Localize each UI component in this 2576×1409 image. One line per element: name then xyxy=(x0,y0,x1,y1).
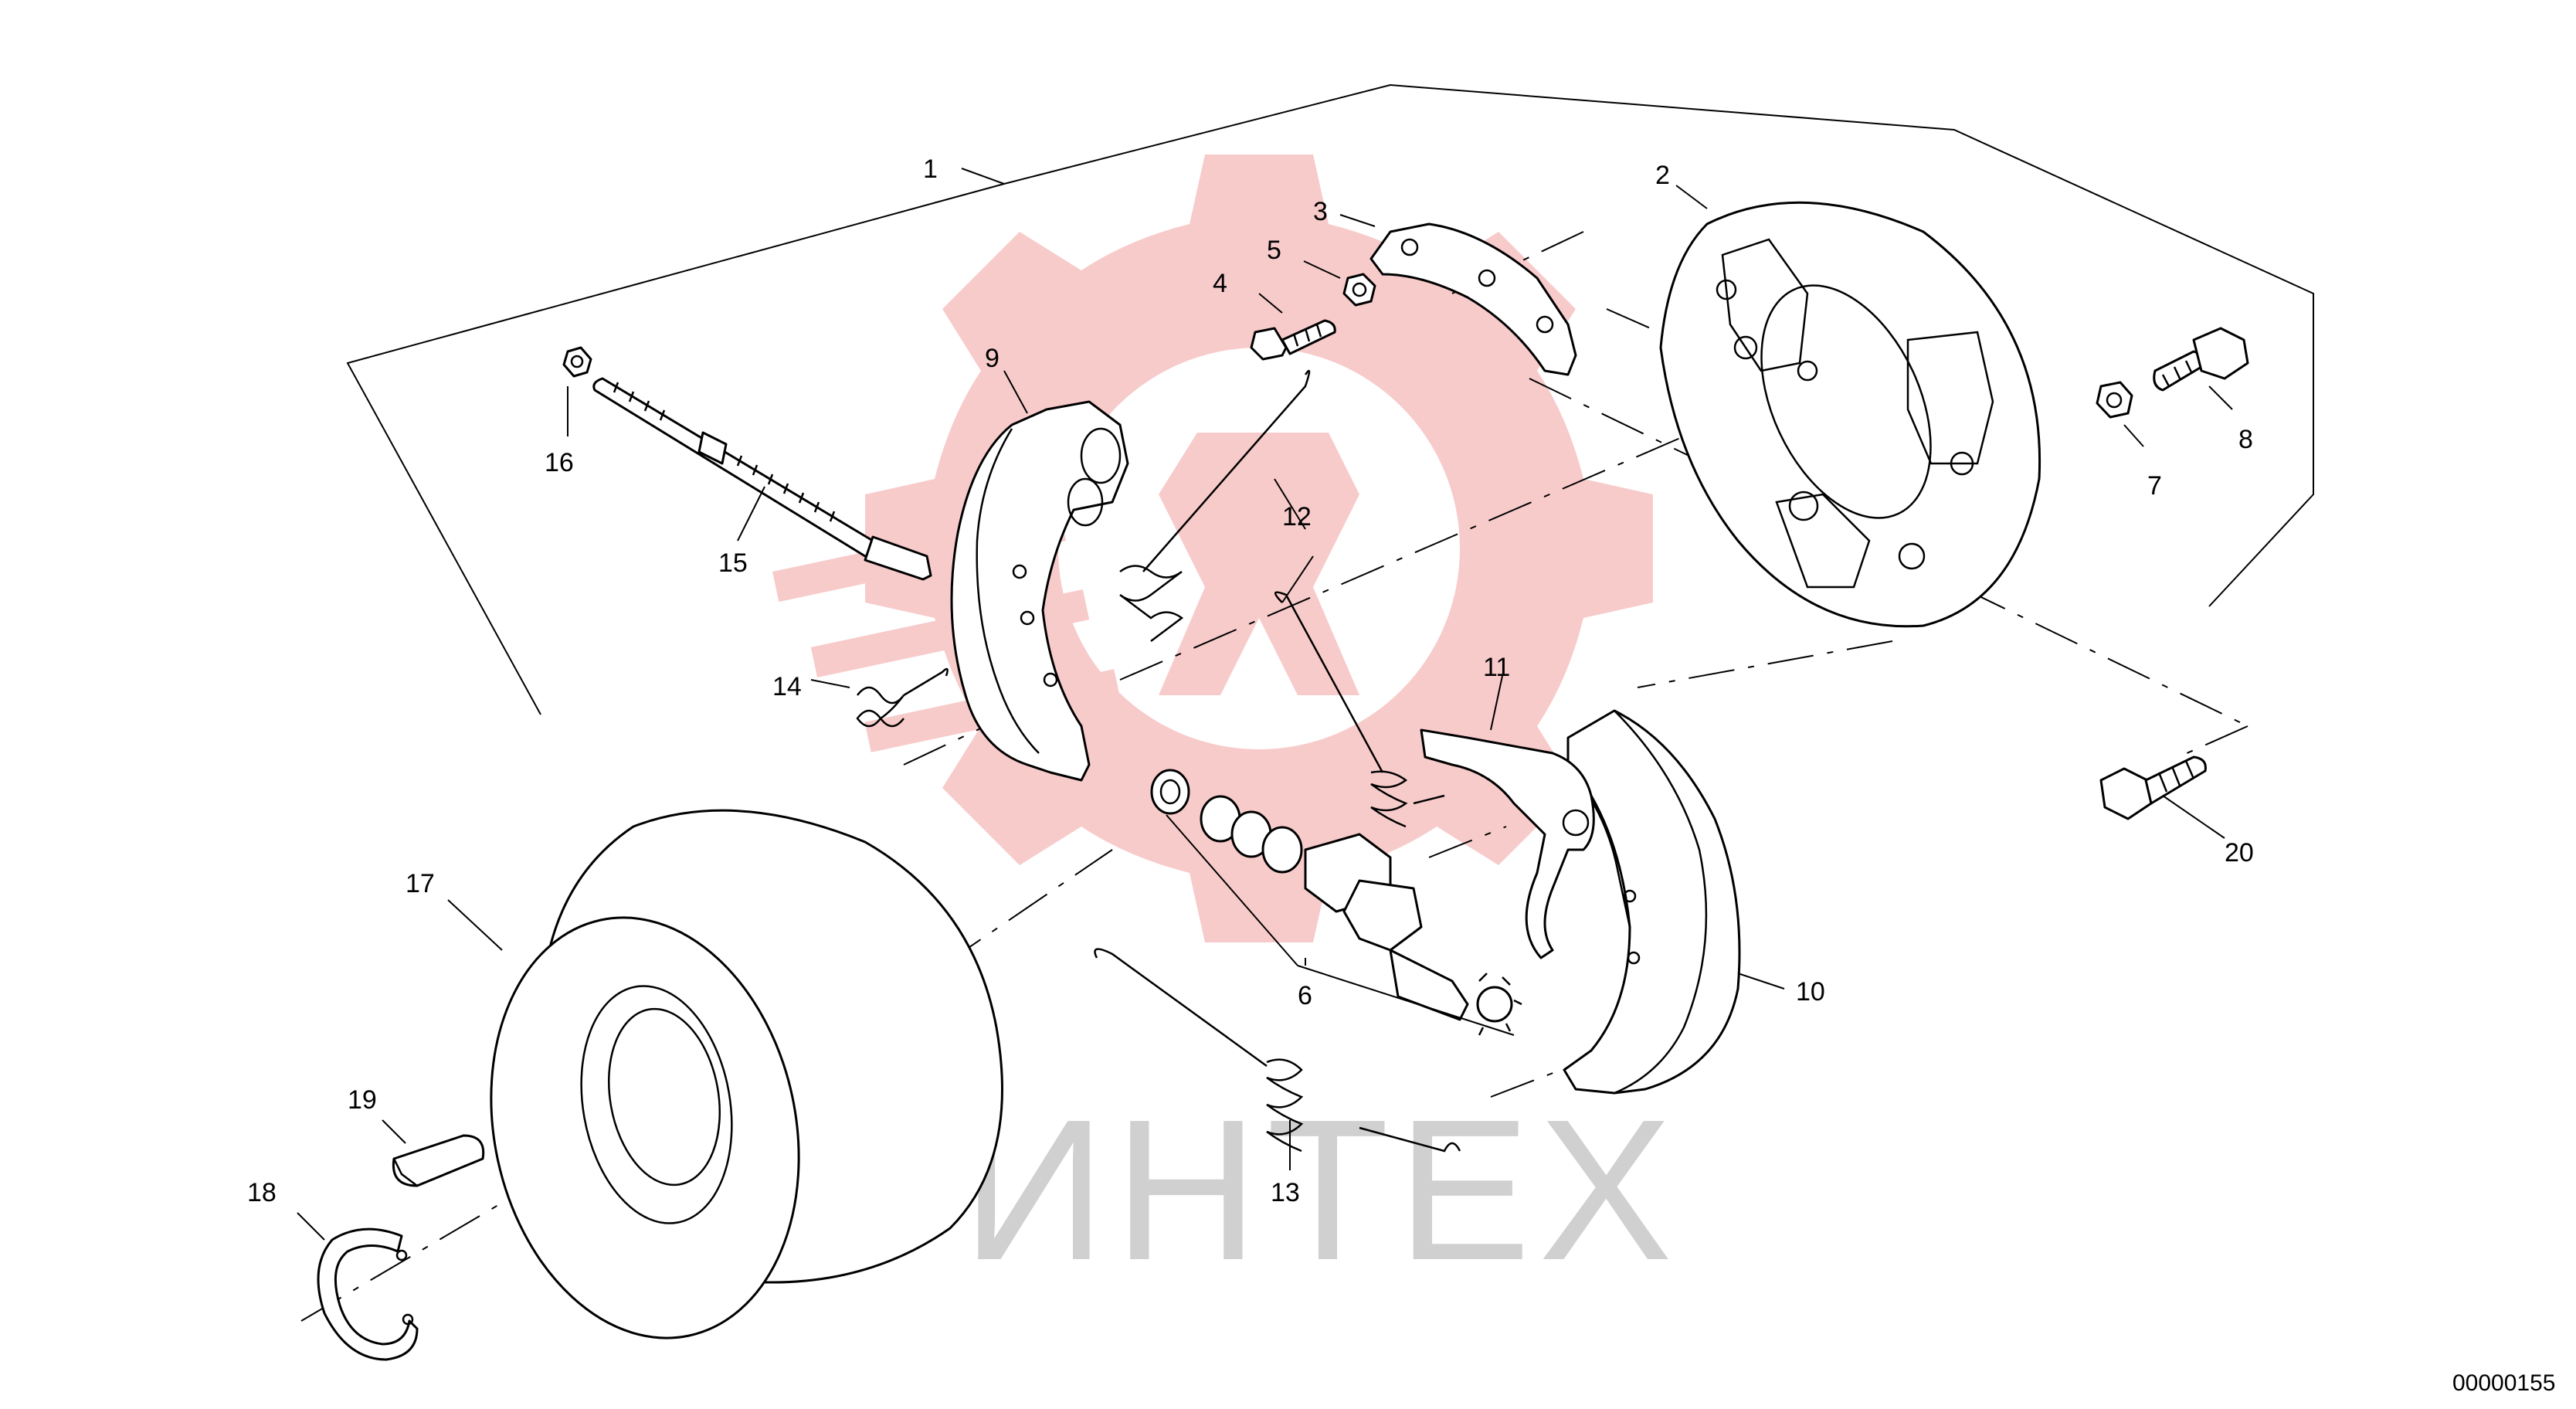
callout-12: 12 xyxy=(1282,502,1312,531)
callout-8: 8 xyxy=(2238,425,2253,454)
callout-16: 16 xyxy=(545,448,574,477)
hex-bolt-8 xyxy=(2153,327,2249,392)
callout-20: 20 xyxy=(2225,838,2254,867)
callout-7: 7 xyxy=(2147,471,2162,501)
brake-lever xyxy=(1420,728,1595,959)
watermark-figure xyxy=(1159,433,1359,695)
callout-9: 9 xyxy=(985,344,1000,373)
spring-12-upper xyxy=(1119,369,1311,642)
callout-labels: 1 2 3 4 5 6 7 8 9 10 11 12 13 14 15 16 1… xyxy=(247,154,2254,1207)
callout-10: 10 xyxy=(1796,977,1825,1007)
callout-18: 18 xyxy=(247,1178,277,1207)
threaded-rod xyxy=(592,377,932,581)
hex-bolt-20 xyxy=(2099,755,2207,820)
callout-6: 6 xyxy=(1298,981,1312,1010)
callout-5: 5 xyxy=(1267,236,1281,265)
spring-14 xyxy=(856,667,949,728)
callout-15: 15 xyxy=(718,548,748,578)
strut-bar xyxy=(1369,222,1577,376)
circlip xyxy=(317,1227,419,1361)
callout-11: 11 xyxy=(1483,653,1510,682)
watermark-text: ИНТЕХ xyxy=(962,1078,1680,1302)
small-nut xyxy=(1342,273,1376,307)
callout-2: 2 xyxy=(1655,161,1670,190)
small-bolt xyxy=(1250,319,1336,361)
callout-19: 19 xyxy=(348,1085,377,1115)
callout-13: 13 xyxy=(1271,1178,1300,1207)
brake-drum xyxy=(490,809,1003,1339)
spring-13 xyxy=(1094,948,1461,1153)
leader-lines xyxy=(297,168,2233,1241)
callout-17: 17 xyxy=(406,869,435,898)
image-code: 00000155 xyxy=(2452,1370,2555,1396)
small-nut-16 xyxy=(562,346,592,378)
callout-4: 4 xyxy=(1213,269,1227,298)
callout-1: 1 xyxy=(923,154,938,184)
adjuster-assembly xyxy=(1150,769,1522,1036)
callout-14: 14 xyxy=(772,672,802,701)
brake-shoe-right xyxy=(1563,709,1741,1095)
spring-12-lower xyxy=(1274,591,1445,828)
nut-7 xyxy=(2096,381,2133,419)
assembly-bracket-line xyxy=(346,83,2314,715)
callout-3: 3 xyxy=(1313,197,1328,226)
backing-plate xyxy=(1659,201,2041,628)
key xyxy=(392,1134,485,1187)
brake-shoe-left xyxy=(950,400,1129,782)
watermark-gear-hole xyxy=(1058,348,1460,749)
